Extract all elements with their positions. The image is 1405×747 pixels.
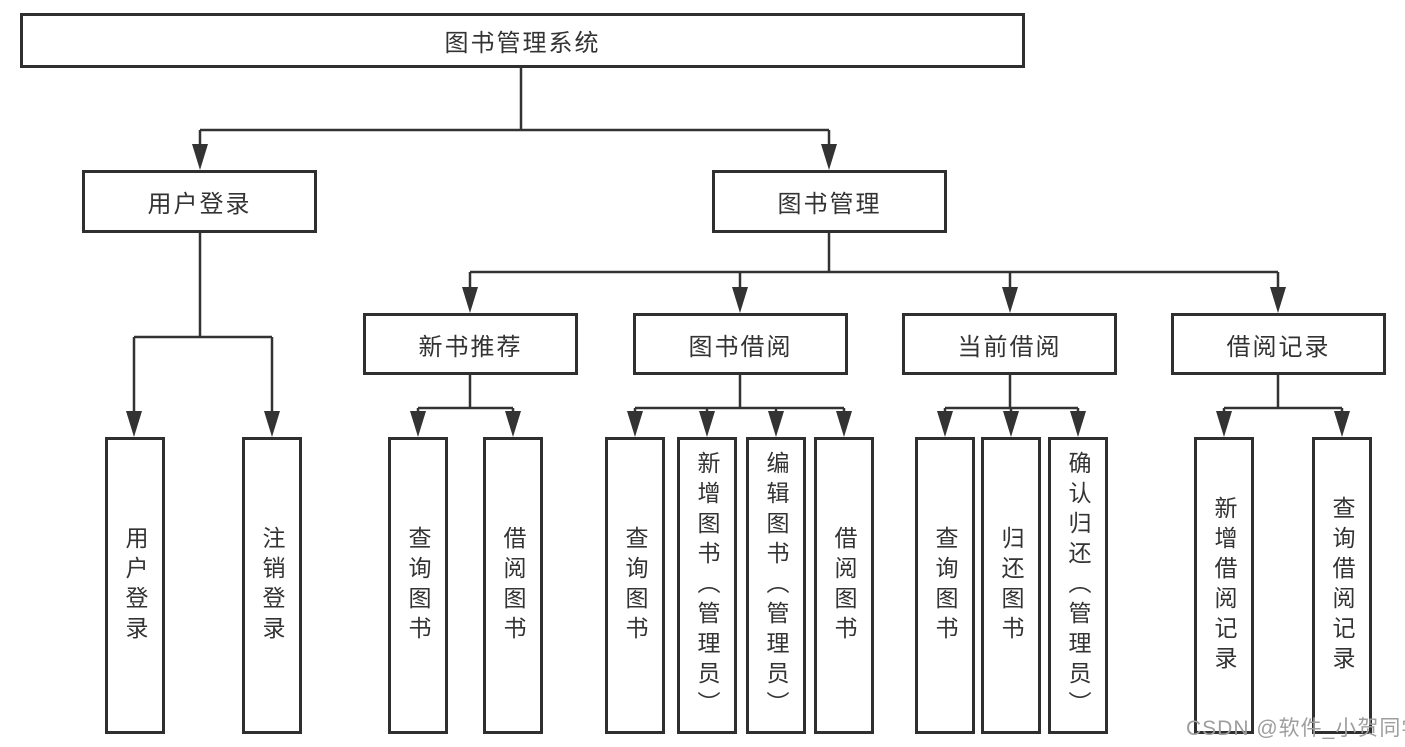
leaf-return-book: 归还图书 xyxy=(981,437,1041,734)
leaf-logout-login: 注销登录 xyxy=(242,437,302,734)
leaf-add-book-admin: 新增图书（管理员） xyxy=(677,437,737,734)
leaf-query-books-recommend: 查询图书 xyxy=(388,437,448,734)
node-borrow-records: 借阅记录 xyxy=(1171,313,1386,375)
leaf-add-borrow-record: 新增借阅记录 xyxy=(1194,437,1254,734)
node-current-borrow: 当前借阅 xyxy=(902,313,1117,375)
csdn-watermark: CSDN @软件_小贺同学 xyxy=(1186,717,1405,740)
node-library-system: 图书管理系统 xyxy=(20,13,1025,68)
leaf-borrow-books: 借阅图书 xyxy=(814,437,874,734)
leaf-edit-book-admin: 编辑图书（管理员） xyxy=(746,437,806,734)
node-book-management: 图书管理 xyxy=(712,170,947,233)
leaf-confirm-return-admin: 确认归还（管理员） xyxy=(1048,437,1108,734)
leaf-user-login: 用户登录 xyxy=(105,437,165,734)
node-book-borrow: 图书借阅 xyxy=(633,313,848,375)
leaf-query-borrow-record: 查询借阅记录 xyxy=(1312,437,1372,734)
leaf-query-books-borrow: 查询图书 xyxy=(605,437,665,734)
leaf-query-books-current: 查询图书 xyxy=(915,437,975,734)
leaf-borrow-books-recommend: 借阅图书 xyxy=(483,437,543,734)
node-user-login: 用户登录 xyxy=(82,170,317,233)
node-new-book-recommend: 新书推荐 xyxy=(363,313,578,375)
